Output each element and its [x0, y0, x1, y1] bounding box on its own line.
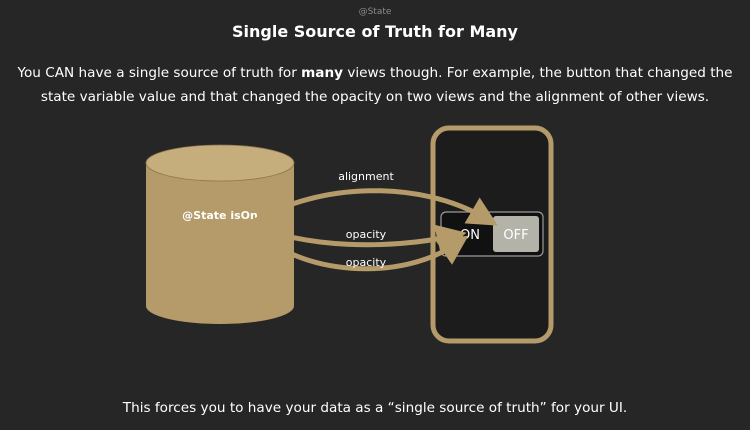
footer-text: This forces you to have your data as a “… [122, 400, 628, 416]
toggle-off-label[interactable]: OFF [503, 228, 528, 243]
state-variable-label: @State isOn [182, 209, 258, 222]
page-title: Single Source of Truth for Many [232, 22, 518, 41]
description-text-2: views though. For example, the button th… [40, 65, 733, 105]
alignment-arrow-label: alignment [338, 170, 394, 183]
description-text-1: You CAN have a single source of truth fo… [17, 65, 302, 81]
toggle-on-label[interactable]: ON [460, 228, 480, 243]
header-label: @State [358, 7, 392, 17]
opacity-arrow-label-bottom: opacity [346, 256, 387, 269]
description-emphasis: many [301, 65, 343, 81]
toggle-off-knob [493, 216, 539, 252]
opacity-arrow-label-top: opacity [346, 228, 387, 241]
opacity-arrow-bottom [250, 225, 469, 272]
opacity-arrow-top [250, 221, 467, 254]
alignment-arrow [250, 188, 498, 226]
toggle-switch[interactable]: ON OFF [440, 211, 544, 257]
state-database-icon [145, 144, 295, 324]
description: You CAN have a single source of truth fo… [15, 61, 735, 109]
